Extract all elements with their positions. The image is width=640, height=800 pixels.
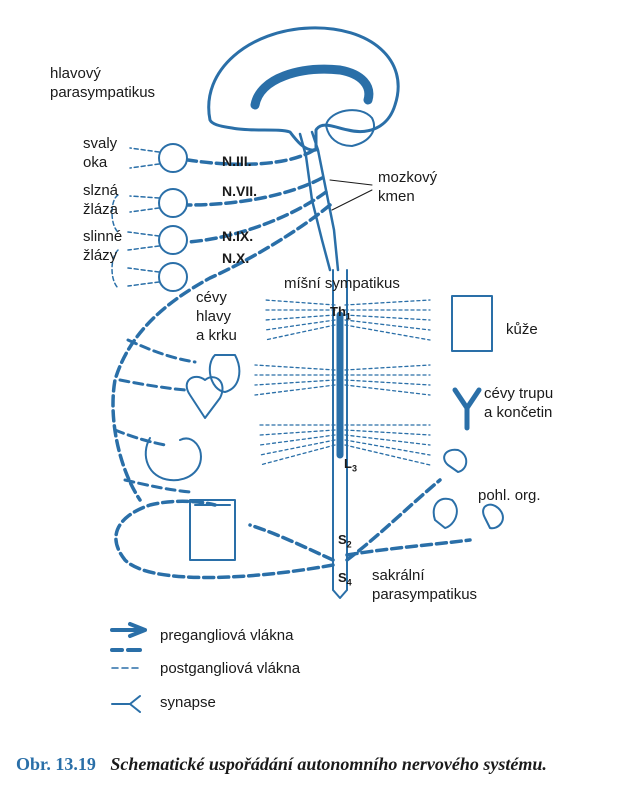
vagal-branch-3 (113, 428, 167, 447)
sympathetic-right-fibers (344, 299, 431, 466)
sacral-fiber-colon (248, 523, 335, 562)
brainstem-label: mozkový kmen (378, 169, 438, 205)
lacrimal-postganglionic (129, 195, 160, 213)
legend-symbols (110, 622, 147, 713)
eye-ganglion-circle (158, 143, 188, 173)
trunk-vessels-label: cévy trupu a končetin (484, 385, 554, 421)
vagal-branch-4 (123, 478, 192, 494)
skin-label: kůže (506, 321, 538, 338)
vagal-branch-1 (126, 338, 197, 364)
salivary-glands-label: slinné žlázy (83, 228, 123, 264)
n3-label: N.III. (222, 153, 252, 169)
brain-outline (207, 26, 400, 152)
salivary-ganglion-circle-1 (158, 225, 188, 255)
n7-label: N.VII. (222, 183, 258, 199)
cerebellum (325, 109, 375, 147)
sacral-fiber-genital (345, 538, 472, 557)
sex-organs-label: pohl. org. (478, 487, 541, 504)
l3-label: L3 (344, 456, 357, 474)
sympathetic-left-fibers (254, 299, 336, 466)
head-parasympathetic-label: hlavový parasympatikus (50, 65, 156, 101)
lungs-shape (208, 354, 241, 393)
skin-block (451, 295, 493, 352)
sacral-fiber-bladder (345, 478, 442, 562)
corpus-callosum (250, 64, 374, 110)
vagal-branch-2 (118, 378, 187, 392)
genital-shape (482, 503, 504, 530)
head-vessels-label: cévy hlavy a krku (196, 289, 237, 344)
n10-label: N.X. (222, 250, 250, 266)
caption-text: Schematické uspořádání autonomního nervo… (110, 754, 547, 774)
lacrimal-gland-label: slzná žláza (83, 182, 119, 218)
n3-fiber (186, 148, 316, 167)
sacral-parasympathetic-label: sakrální parasympatikus (372, 567, 478, 603)
trunk-vessel-y (452, 387, 482, 431)
n10-fiber (111, 203, 332, 502)
heart-shape (185, 375, 224, 419)
stomach-shape (144, 437, 202, 482)
spinal-sympathetic-label: míšní sympatikus (284, 275, 400, 292)
s4-label: S4 (338, 570, 352, 588)
s2-label: S2 (338, 532, 352, 550)
lacrimal-ganglion-circle (158, 188, 188, 218)
n7-fiber (186, 176, 324, 207)
salivary-postganglionic (127, 231, 160, 287)
sacral-fiber-main (114, 499, 335, 580)
bladder-shape (432, 497, 458, 529)
eye-postganglionic (129, 147, 160, 169)
salivary-ganglion-circle-2 (158, 262, 188, 292)
legend-postganglionic: postgangliová vlákna (160, 660, 301, 677)
legend-preganglionic: pregangliová vlákna (160, 627, 294, 644)
colon-shape (189, 499, 236, 561)
eye-muscles-label: svaly oka (83, 135, 118, 171)
legend-synapse: synapse (160, 694, 216, 711)
th1-label: Th1 (330, 304, 351, 322)
caption-number: Obr. 13.19 (16, 754, 96, 774)
bracket-left (111, 194, 119, 289)
n9-fiber (186, 190, 328, 244)
figure-caption: Obr. 13.19 Schematické uspořádání autono… (16, 754, 547, 775)
n9-label: N.IX. (222, 228, 254, 244)
brainstem-pointer (329, 179, 373, 211)
kidney-shape (443, 448, 468, 473)
